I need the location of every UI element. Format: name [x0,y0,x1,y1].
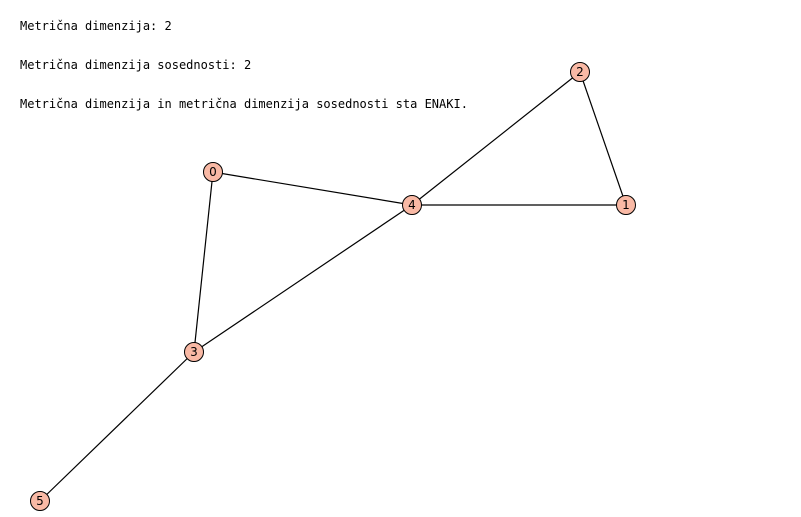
edge-0-4 [212,171,413,206]
console-output: Metrična dimenzija: 2 Metrična dimenzija… [20,0,468,124]
node-0: 0 [203,162,223,182]
edge-4-2 [411,71,581,206]
node-5: 5 [30,491,50,511]
graph-edges [39,71,627,502]
node-label-2: 2 [576,65,584,79]
node-4: 4 [402,195,422,215]
node-1: 1 [616,195,636,215]
node-circle-2 [570,62,590,82]
node-circle-5 [30,491,50,511]
node-circle-1 [616,195,636,215]
edge-2-1 [579,71,627,206]
node-label-3: 3 [190,345,198,359]
node-2: 2 [570,62,590,82]
graph-nodes: 0 1 2 3 4 5 [30,62,636,511]
edge-3-5 [39,351,195,502]
node-circle-4 [402,195,422,215]
node-circle-0 [203,162,223,182]
node-3: 3 [184,342,204,362]
output-line-adjacency-dimension: Metrična dimenzija sosednosti: 2 [20,58,252,72]
node-label-0: 0 [209,165,217,179]
edge-0-3 [193,171,214,353]
output-line-metric-dimension: Metrična dimenzija: 2 [20,19,172,33]
output-line-comparison-result: Metrična dimenzija in metrična dimenzija… [20,97,468,111]
node-label-1: 1 [622,198,630,212]
edge-4-3 [193,204,413,353]
node-label-4: 4 [408,198,416,212]
node-circle-3 [184,342,204,362]
node-label-5: 5 [36,494,44,508]
